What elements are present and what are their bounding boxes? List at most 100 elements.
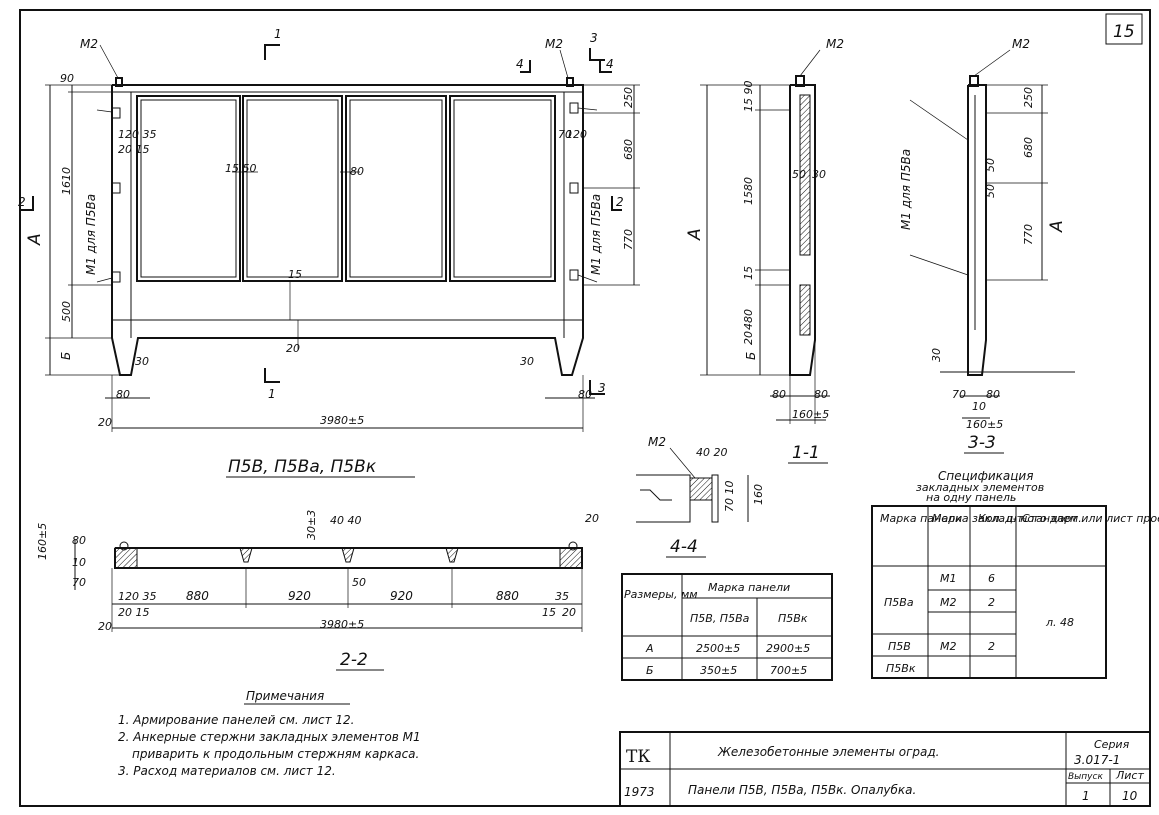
sizes-row2-v1: 350±5 <box>700 664 737 677</box>
s11-m2: М2 <box>826 37 844 51</box>
stamp-sheet-label: Лист <box>1115 769 1144 782</box>
s33-dim-770: 770 <box>1022 224 1035 245</box>
front-dim-120r: 120 <box>566 128 587 141</box>
spec-row2-elem: М2 <box>940 596 957 609</box>
s22-dim-15r: 15 <box>542 606 556 619</box>
s33-title: 3-3 <box>968 433 996 453</box>
spec-row3-elem: М2 <box>940 640 957 653</box>
spec-row1-qty: 6 <box>988 572 995 585</box>
s11-dim-a: А <box>685 228 705 241</box>
front-view-title: П5В, П5Ва, П5Вк <box>228 457 377 477</box>
s33-dim-680: 680 <box>1022 137 1035 158</box>
spec-header-elem: Марка заклад- ного элем. <box>932 512 1082 525</box>
s22-dim-40-40: 40 40 <box>330 514 362 527</box>
s11-dim-15: 15 <box>742 266 755 280</box>
section-3-3 <box>909 49 1075 419</box>
spec-row3-panel: П5В <box>888 640 911 653</box>
sheet-number-box <box>1105 13 1143 45</box>
front-m2-right: М2 <box>545 37 563 51</box>
spec-header-std: Стандарт или лист проекта <box>1022 512 1159 525</box>
front-m2-left: М2 <box>80 37 98 51</box>
s33-dim-50b: 50 <box>984 184 997 198</box>
sizes-row1-name: А <box>645 642 654 655</box>
stamp-series: 3.017-1 <box>1074 753 1120 767</box>
s11-dim-160: 160±5 <box>792 408 829 421</box>
note-3: 3. Расход материалов см. лист 12. <box>118 764 336 778</box>
stamp-series-label: Серия <box>1094 738 1130 751</box>
note-1: 1. Армирование панелей см. лист 12. <box>118 713 355 727</box>
spec-table <box>871 505 1107 679</box>
s22-dim-35: 35 <box>555 590 569 603</box>
s11-dim-80r: 80 <box>814 388 828 401</box>
front-dim-20: 20 <box>286 342 300 355</box>
front-cut4-right: 4 <box>606 57 614 71</box>
front-m1-left: М1 для П5Ва <box>84 194 98 275</box>
front-view <box>20 44 640 432</box>
stamp-title1: Железобетонные элементы оград. <box>717 745 940 759</box>
s22-title: 2-2 <box>340 650 368 670</box>
s11-dim-b: Б <box>744 352 758 360</box>
spec-row4-panel: П5Вк <box>886 662 916 675</box>
stamp-year: 1973 <box>624 785 655 799</box>
spec-title: Спецификация <box>938 469 1033 483</box>
s11-title: 1-1 <box>792 443 820 463</box>
section-4-4 <box>636 447 749 523</box>
front-cut1-bottom: 1 <box>268 387 276 401</box>
s33-dim-160: 160±5 <box>966 418 1003 431</box>
s22-dim-3980: 3980±5 <box>320 618 364 631</box>
stamp-sheet: 10 <box>1122 789 1138 803</box>
front-dim-120-35: 120 35 <box>118 128 157 141</box>
front-dim-a: А <box>25 233 45 246</box>
spec-subtitle2: на одну панель <box>926 491 1016 504</box>
spec-header-qty: Кол. шт. <box>978 512 1027 525</box>
front-dim-3980: 3980±5 <box>320 414 364 427</box>
front-dim-80-left: 80 <box>116 388 130 401</box>
title-block <box>619 731 1151 807</box>
s11-dim-30: 30 <box>812 168 826 181</box>
s33-dim-10: 10 <box>972 400 986 413</box>
s33-m1: М1 для П5Ва <box>899 149 913 230</box>
s11-dim-480: 480 <box>742 309 755 330</box>
s44-dim-70-10: 70 10 <box>723 481 736 513</box>
s44-dim-40-20: 40 20 <box>696 446 728 459</box>
sheet-number: 15 <box>1113 22 1135 42</box>
s22-dim-20l: 20 <box>98 620 112 633</box>
s22-dim-20: 20 15 <box>118 606 150 619</box>
front-dim-20-15: 20 15 <box>118 143 150 156</box>
s33-dim-80: 80 <box>986 388 1000 401</box>
spec-row3-qty: 2 <box>988 640 995 653</box>
stamp-issue: 1 <box>1082 789 1090 803</box>
s22-dim-10: 10 <box>72 556 86 569</box>
s44-title: 4-4 <box>670 537 698 557</box>
spec-subtitle1: закладных элементов <box>916 481 1044 494</box>
front-m1-right: М1 для П5Ва <box>589 194 603 275</box>
front-cut3-top: 3 <box>590 31 598 45</box>
s11-dim-1580: 1580 <box>742 177 755 205</box>
front-dim-680: 680 <box>622 139 635 160</box>
front-dim-30-right: 30 <box>520 355 534 368</box>
s22-dim-20top: 20 <box>585 512 599 525</box>
s22-dim-880-right: 880 <box>496 589 519 603</box>
s22-dim-70: 70 <box>72 576 86 589</box>
s22-dim-30: 30±3 <box>305 510 318 540</box>
s33-m2: М2 <box>1012 37 1030 51</box>
front-dim-15-50: 15 50 <box>225 162 257 175</box>
section-1-1 <box>700 49 830 424</box>
front-dim-500: 500 <box>60 301 73 322</box>
s22-dim-80: 80 <box>72 534 86 547</box>
spec-standard: л. 48 <box>1045 616 1074 629</box>
front-dim-770: 770 <box>622 229 635 250</box>
sizes-table <box>621 573 833 681</box>
front-cut2-right: 2 <box>616 195 624 209</box>
sizes-row1-v1: 2500±5 <box>696 642 740 655</box>
s22-dim-120: 120 35 <box>118 590 157 603</box>
spec-row2-qty: 2 <box>988 596 995 609</box>
front-dim-80: 80 <box>350 165 364 178</box>
s33-dim-70: 70 <box>952 388 966 401</box>
stamp-title2: Панели П5В, П5Ва, П5Вк. Опалубка. <box>688 783 916 797</box>
sizes-header-left: Размеры, мм <box>624 588 698 601</box>
s11-dim-20: 20 <box>742 331 755 345</box>
s44-dim-160: 160 <box>752 484 765 505</box>
sizes-row1-v2: 2900±5 <box>766 642 810 655</box>
spec-row1-elem: М1 <box>940 572 957 585</box>
